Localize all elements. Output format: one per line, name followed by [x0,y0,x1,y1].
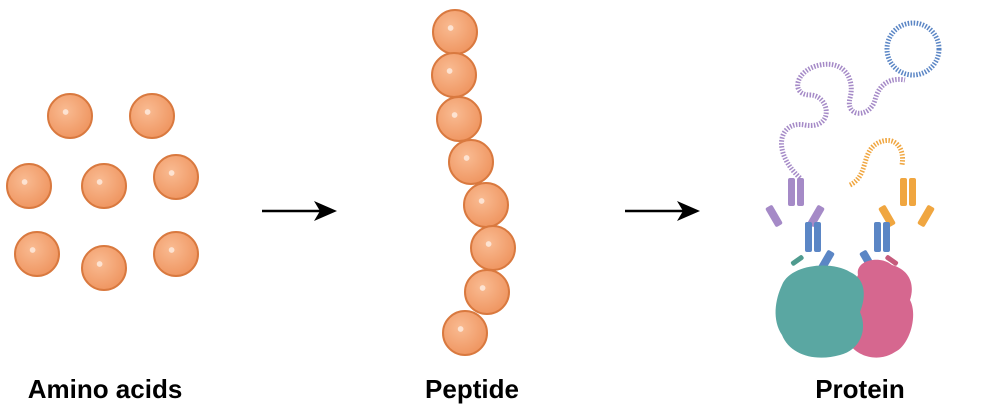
purple-polypeptide-strand [779,61,906,180]
amino-acid-bead [81,245,127,291]
orange-polypeptide-strand [848,138,906,188]
amino-acid-bead [153,154,199,200]
amino-acid-bead [6,163,52,209]
amino-acids-group [6,93,199,291]
blue-loop-strand [884,20,942,78]
amino-acid-bead [14,231,60,277]
amino-acids-label: Amino acids [27,374,183,404]
purple-y-subunit [765,178,825,227]
amino-acid-bead [436,96,482,142]
amino-acid-bead [47,93,93,139]
amino-acid-bead [431,52,477,98]
amino-acid-bead [81,163,127,209]
protein-label: Protein [815,374,905,404]
amino-acid-bead [442,310,488,356]
protein-complex-icon [765,20,942,358]
blue-y-subunit-left [805,222,835,272]
amino-acid-bead [470,225,516,271]
amino-acid-bead [463,182,509,228]
amino-acid-bead [464,269,510,315]
peptide-chain [431,9,516,356]
teal-protein-domain [775,265,864,358]
right-arrow-icon [625,201,700,221]
amino-acid-bead [432,9,478,55]
right-arrow-icon [262,201,337,221]
amino-acid-bead [129,93,175,139]
peptide-label: Peptide [425,374,519,404]
amino-acid-bead [448,139,494,185]
amino-acid-bead [153,231,199,277]
orange-y-subunit [878,178,935,227]
